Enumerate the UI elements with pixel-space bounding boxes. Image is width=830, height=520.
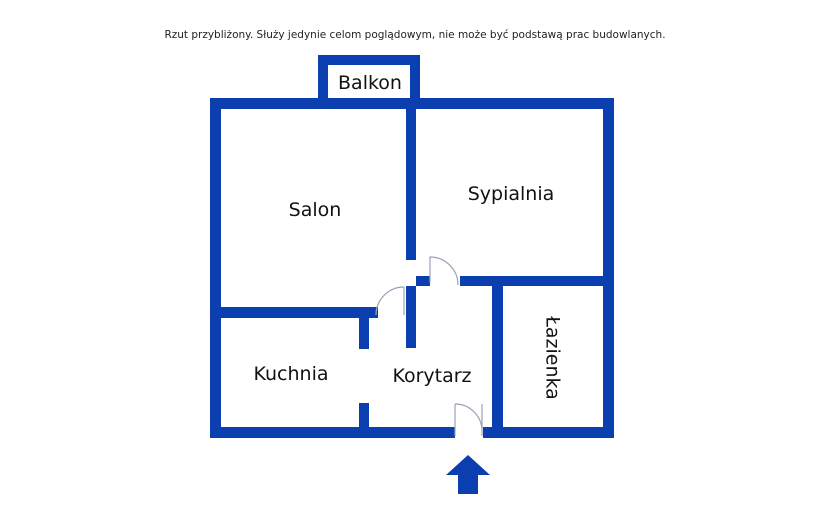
- wall-korytarz-upper: [406, 286, 416, 348]
- entrance-arrow-icon: [446, 455, 490, 494]
- wall-outer-left: [210, 98, 221, 438]
- room-label-kuchnia: Kuchnia: [253, 363, 328, 385]
- wall-sypialnia-bottom-b: [460, 276, 614, 286]
- wall-lazienka-left: [492, 276, 503, 438]
- wall-kuchnia-korytarz-bottom: [359, 403, 369, 438]
- wall-outer-bottom-right: [483, 427, 614, 438]
- room-label-sypialnia: Sypialnia: [468, 183, 555, 205]
- door-sypialnia: [429, 256, 459, 286]
- wall-balkon-top: [318, 55, 420, 65]
- walls: [210, 55, 614, 438]
- wall-kuchnia-korytarz-top: [359, 307, 369, 349]
- wall-salon-sypialnia: [406, 98, 416, 260]
- wall-sypialnia-bottom-a: [416, 276, 430, 286]
- wall-outer-bottom-left: [210, 427, 455, 438]
- door-entrance: [454, 403, 483, 436]
- wall-salon-bottom: [210, 307, 378, 318]
- door-salon: [375, 286, 405, 316]
- room-label-korytarz: Korytarz: [392, 365, 471, 387]
- wall-outer-right: [603, 98, 614, 438]
- room-label-lazienka: Łazienka: [542, 315, 564, 400]
- disclaimer-text: Rzut przybliżony. Służy jedynie celom po…: [164, 29, 666, 41]
- wall-balkon-right: [410, 55, 420, 100]
- doors: [375, 256, 483, 436]
- wall-balkon-left: [318, 55, 328, 100]
- room-label-salon: Salon: [289, 199, 342, 221]
- room-label-balkon: Balkon: [338, 72, 402, 94]
